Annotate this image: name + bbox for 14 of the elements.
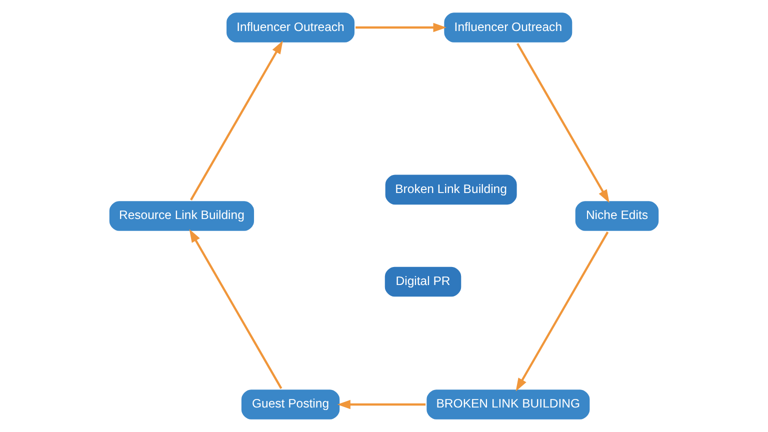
node-box: Niche Edits (574, 199, 660, 233)
arrow (516, 232, 609, 392)
arrow (190, 40, 283, 200)
node-box: Guest Posting (240, 388, 342, 422)
arrow (356, 22, 446, 32)
node-box: Influencer Outreach (224, 10, 356, 44)
node-box: Resource Link Building (108, 199, 256, 233)
node-box: Digital PR (383, 265, 463, 298)
arrow (189, 229, 282, 389)
arrow (516, 43, 610, 203)
node-box: BROKEN LINK BUILDING (424, 388, 592, 422)
arrow (337, 400, 426, 410)
node-box: Influencer Outreach (442, 10, 574, 44)
node-box: Broken Link Building (384, 173, 519, 206)
